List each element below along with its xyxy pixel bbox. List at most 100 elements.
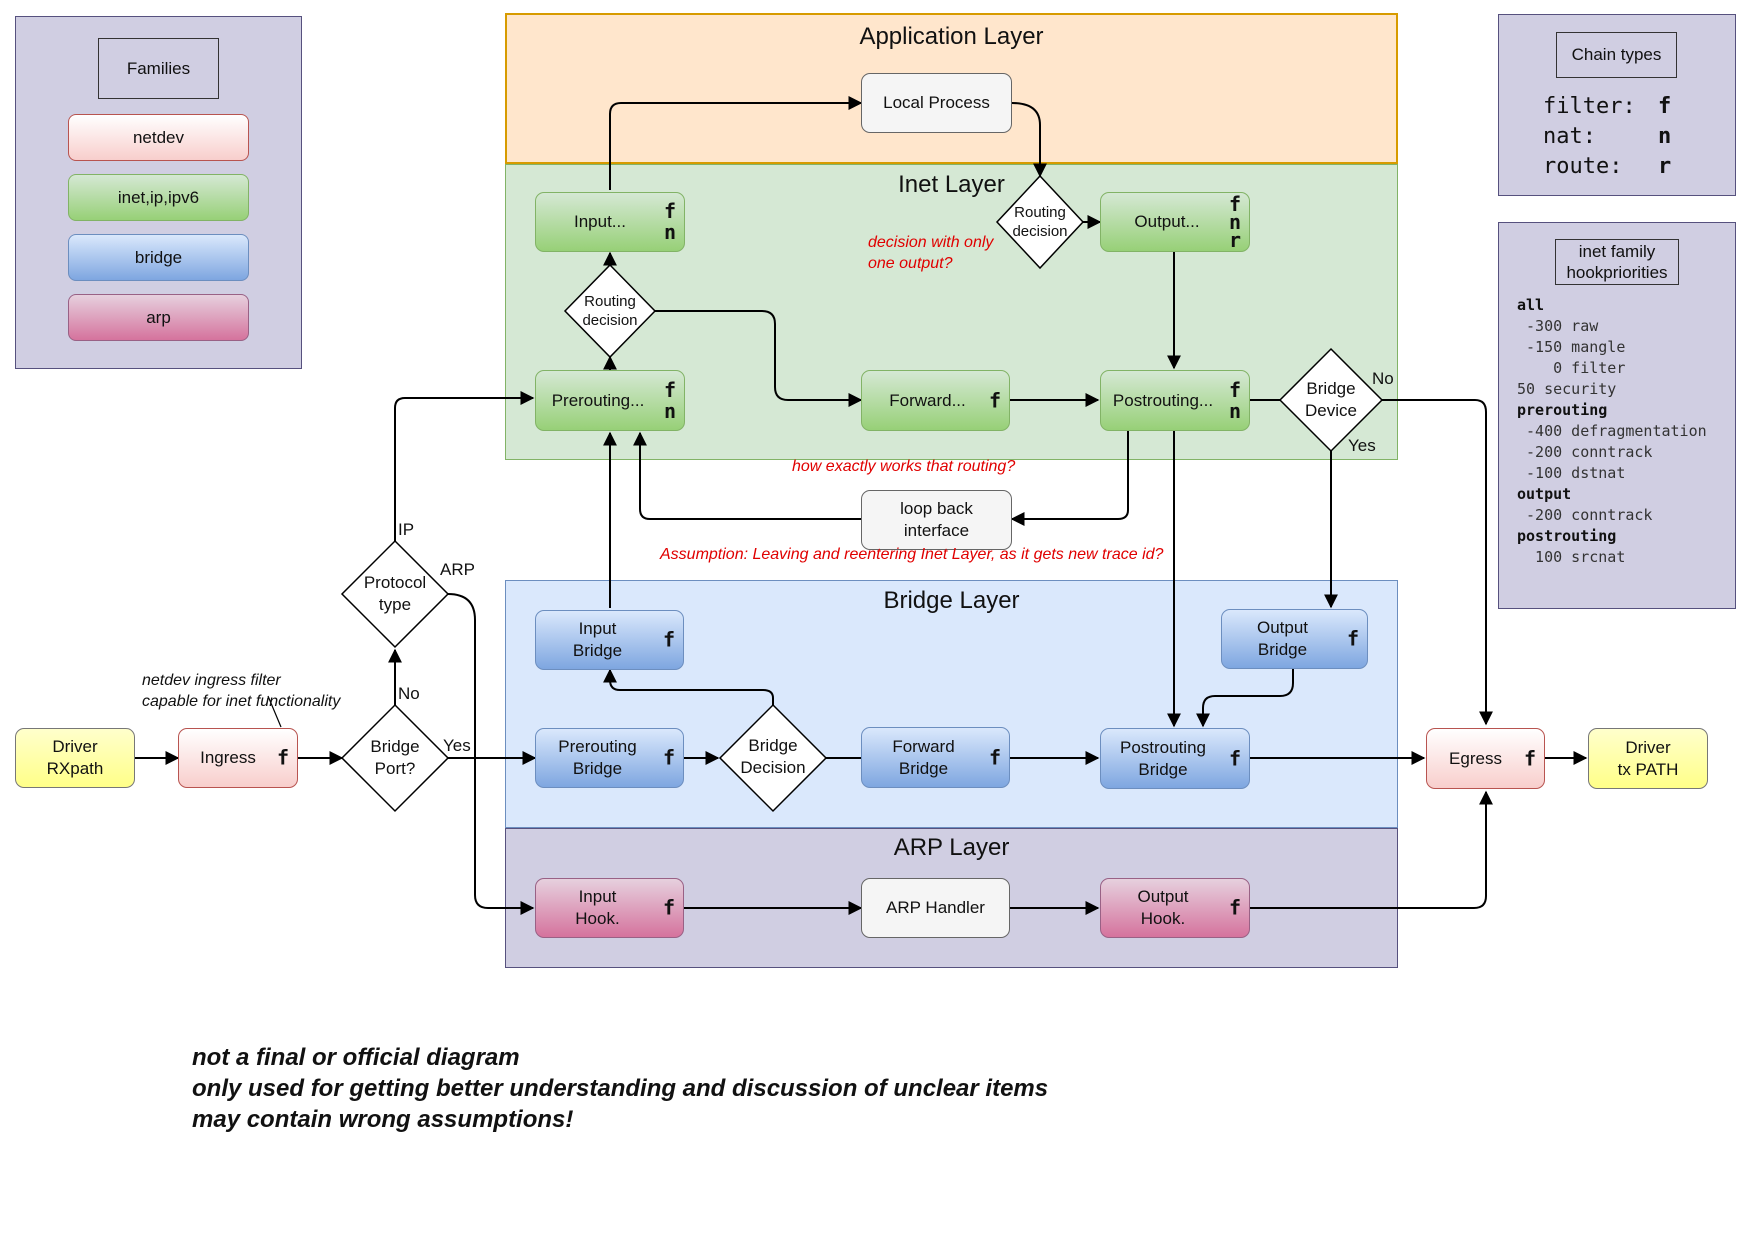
priority-line: prerouting [1517,401,1608,419]
priorities-title-line2: hookpriorities [1566,263,1668,282]
bridge-prerouting-chains: f [662,745,675,770]
priority-line: -400 defragmentation [1517,422,1707,440]
priority-line: -150 mangle [1517,338,1626,356]
loopback-label: loop back interface [900,499,973,540]
priority-line: all [1517,296,1545,314]
edge-label-yes-bridge-port: Yes [443,736,471,755]
inet-prerouting-chains: f n [663,377,676,423]
legend-item-bridge: bridge [68,234,249,281]
priority-line: output [1517,485,1572,503]
bridge-postrouting-node: Postrouting Bridge f [1100,728,1250,789]
chain-type-route-name: route: [1543,154,1623,179]
edge-label-no-bridge-device: No [1372,369,1394,388]
note-pointer-line [267,695,282,728]
bridge-device-label: Bridge Device [1305,379,1357,420]
families-legend: Families netdev inet,ip,ipv6 bridge arp [15,16,302,369]
inet-postrouting-label: Postrouting... [1112,390,1214,410]
wire-outputbridge-postbridge [1196,668,1294,728]
chain-type-filter-name: filter: [1543,94,1636,119]
chain-type-row-nat: nat: n [1543,122,1723,152]
priority-line: postrouting [1517,527,1617,545]
egress-node: Egress f [1426,728,1545,789]
disclaimer-line-2: only used for getting better understandi… [192,1075,1049,1102]
bridge-output-node: Output Bridge f [1221,609,1368,669]
bridge-prerouting-label: Prerouting Bridge [558,737,637,778]
bridge-input-chains: f [662,627,675,652]
disclaimer-line-1: not a final or official diagram [192,1044,520,1071]
wire-postrouting-loopback [1010,431,1129,526]
bridge-forward-node: Forward Bridge f [861,727,1010,788]
chain-type-nat-name: nat: [1543,124,1596,149]
bridge-device-shape [1278,347,1384,453]
inet-forward-chains: f [988,388,1001,412]
bridge-input-label: Input Bridge [572,619,623,660]
ingress-label: Ingress [200,748,256,767]
protocol-type-label: Protocol type [363,573,427,614]
egress-label: Egress [1449,748,1502,768]
bridge-device-decision: Bridge Device [1280,377,1382,423]
inet-layer-title: Inet Layer [898,171,1005,198]
chain-types-panel: Chain types filter: f nat: n route: r [1498,14,1736,196]
bridge-output-label: Output Bridge [1256,618,1309,659]
wire-bridgedevice-egress [1382,399,1493,726]
inet-output-node: Output... f n r [1100,192,1250,252]
wire-loopback-prerouting [633,431,861,520]
bridge-decision-shape [718,703,828,813]
loopback-interface-node: loop back interface [861,490,1012,550]
hook-priorities-panel: inet family hookpriorities all -300 raw … [1498,222,1736,609]
protocol-type-decision: Protocol type [342,571,448,617]
bridge-forward-chains: f [988,745,1001,769]
priority-line: -100 dstnat [1517,464,1626,482]
driver-rx-node: Driver RXpath [15,728,135,788]
edge-label-yes-bridge-device: Yes [1348,436,1376,455]
arp-output-chains: f [1228,895,1241,920]
legend-bridge-label: bridge [134,247,183,267]
legend-arp-label: arp [146,307,171,327]
edge-label-no-bridge-port: No [398,684,420,703]
local-process-node: Local Process [861,73,1012,133]
arp-input-chains: f [662,895,675,920]
disclaimer-footer: not a final or official diagram only use… [192,1042,1048,1135]
inet-input-node: Input... f n [535,192,685,252]
arp-handler-node: ARP Handler [861,878,1010,938]
bridge-port-label: Bridge Port? [370,737,420,778]
families-legend-title: Families [98,38,219,99]
wire-input-local [609,96,863,190]
routing-decision-1: Routing decision [565,290,655,332]
priority-line: -200 conntrack [1517,506,1653,524]
inet-input-chains: f n [663,199,676,244]
arp-input-label: Input Hook. [575,887,620,928]
priority-line: -200 conntrack [1517,443,1653,461]
routing-decision-2: Routing decision [997,201,1083,243]
priority-line: -300 raw [1517,317,1599,335]
priorities-title: inet family hookpriorities [1555,239,1679,285]
note-decision-one-output: decision with only one output? [868,234,994,272]
legend-inet-label: inet,ip,ipv6 [117,187,200,207]
inet-postrouting-node: Postrouting... f n [1100,370,1250,431]
routing-decision-2-label: Routing decision [1012,204,1068,240]
disclaimer-line-3: may contain wrong assumptions! [192,1106,574,1133]
wire-local-routing2 [1011,102,1047,178]
chain-types-title: Chain types [1556,32,1677,78]
application-layer-title: Application Layer [859,23,1044,50]
bridge-layer-title: Bridge Layer [883,587,1020,614]
arp-output-label: Output Hook. [1137,887,1189,928]
edge-label-ip: IP [398,520,415,539]
edge-label-arp: ARP [440,560,475,579]
arp-input-node: Input Hook. f [535,878,684,938]
chain-type-filter-code: f [1658,94,1672,119]
local-process-label: Local Process [883,93,990,112]
bridge-prerouting-node: Prerouting Bridge f [535,728,684,788]
inet-forward-label: Forward... [889,390,966,410]
chain-type-route-code: r [1658,154,1672,179]
bridge-output-chains: f [1346,626,1359,651]
arp-output-node: Output Hook. f [1100,878,1250,938]
families-title-text: Families [126,58,191,78]
wire-arpoutput-egress [1250,790,1493,909]
driver-rx-label: Driver RXpath [46,737,104,778]
chain-type-nat-code: n [1658,124,1672,149]
inet-prerouting-label: Prerouting... [551,390,645,410]
